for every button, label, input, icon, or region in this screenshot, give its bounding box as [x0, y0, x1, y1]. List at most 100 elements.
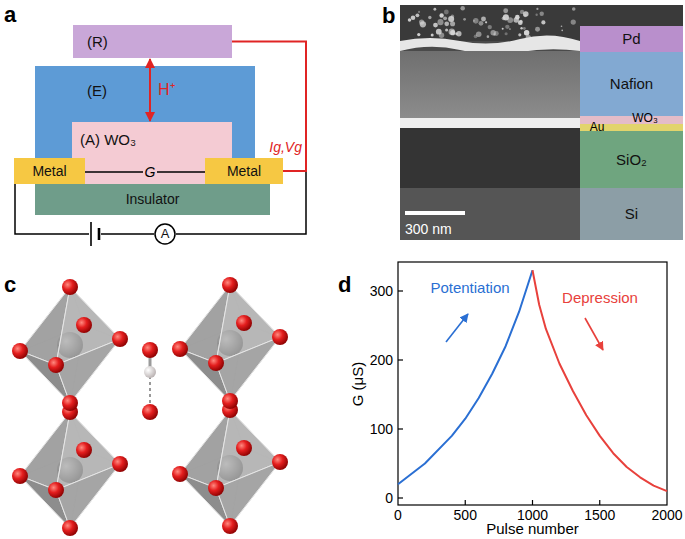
atom-or-dot [433, 8, 436, 11]
atom-or-dot [439, 33, 444, 38]
atom-or-dot [431, 33, 434, 36]
axis-title: G (μS) [349, 362, 366, 406]
line-segment [465, 500, 466, 505]
octahedron-face [20, 325, 84, 403]
shape-path [400, 35, 580, 54]
fill-rect [400, 188, 580, 240]
atom-or-dot [487, 35, 490, 38]
atom-or-dot [474, 34, 478, 38]
series-label: Depression [562, 289, 638, 306]
atom-or-dot [48, 482, 64, 498]
atom-or-dot [505, 25, 509, 29]
octahedron-face [216, 462, 280, 526]
octahedron-face [180, 285, 230, 363]
atom-or-dot [142, 342, 158, 358]
scale-label: 300 nm [405, 221, 452, 237]
octahedron-face [56, 412, 120, 490]
axis-title: Pulse number [486, 520, 579, 537]
sem-image [400, 5, 683, 240]
atom-or-dot [513, 17, 518, 22]
atom-or-dot [444, 22, 449, 27]
panel-letter: d [338, 272, 351, 297]
atom-or-dot [76, 317, 92, 333]
atom-or-dot [507, 17, 513, 23]
connector-group [15, 42, 306, 235]
atom-or-dot [502, 17, 506, 21]
fill-rect [400, 128, 580, 188]
atom-or-dot [524, 30, 529, 35]
layer-label: WO₃ [632, 112, 658, 126]
atom-or-dot [144, 366, 156, 378]
atom-or-dot [408, 18, 412, 22]
atom-or-dot [236, 440, 252, 456]
atom-or-dot [62, 279, 78, 295]
octahedron [172, 277, 288, 409]
atom-or-dot [411, 15, 416, 20]
atom-or-dot [572, 7, 576, 11]
atom-or-dot [523, 14, 526, 17]
atom-or-dot [460, 6, 465, 11]
octahedron-face [180, 285, 244, 349]
node-text: (R) [87, 33, 108, 50]
atom-or-dot [524, 30, 529, 35]
octahedron-face [180, 323, 244, 401]
line-segment [149, 352, 152, 370]
atom-or-dot [561, 29, 563, 31]
atom-or-dot [112, 456, 128, 472]
atom-or-dot [172, 341, 188, 357]
tick-label: 2000 [651, 507, 682, 523]
gate-wire [232, 42, 306, 172]
atom-or-dot [451, 15, 455, 19]
graphic-part [398, 291, 600, 505]
octahedron-face [20, 450, 84, 528]
ammeter-symbol: A [154, 223, 176, 245]
data-curve [398, 270, 533, 484]
atom-or-dot [172, 466, 188, 482]
octahedron-face [70, 450, 120, 528]
octahedron-face [216, 410, 280, 488]
octahedron-face [180, 349, 230, 401]
tick-label: 0 [394, 507, 402, 523]
data-curve [533, 270, 668, 491]
atom-or-dot [62, 520, 78, 536]
atom-or-dot [112, 331, 128, 347]
node-text: Nafion [610, 75, 653, 92]
octahedron-face [56, 287, 120, 365]
octahedron-face [70, 287, 120, 339]
edge-label: H⁺ [158, 81, 175, 99]
atom-or-dot [222, 393, 238, 409]
node-text: Si [625, 205, 638, 222]
atom-or-dot [503, 14, 509, 20]
atom-or-dot [443, 16, 447, 20]
node-text: Metal [32, 163, 66, 179]
atom-or-dot [428, 16, 431, 19]
octahedron-face [180, 410, 244, 474]
panel-letter: a [4, 2, 16, 27]
node-text: SiO₂ [616, 151, 647, 168]
node-text: Insulator [126, 191, 180, 207]
atom-or-dot [62, 404, 78, 420]
atom-or-dot [217, 330, 243, 356]
line-segment [398, 359, 403, 360]
atom-or-dot [515, 15, 520, 20]
atom-or-dot [433, 23, 438, 28]
fill-rect [400, 51, 580, 118]
battery-symbol [89, 221, 101, 247]
octahedron-face [70, 412, 120, 464]
fill-rect [400, 5, 580, 240]
series-label: Potentiation [430, 279, 509, 296]
atom-or-dot [416, 13, 420, 17]
atom-or-dot [493, 33, 496, 36]
atom-or-dot [62, 395, 78, 411]
atom-or-dot [473, 20, 475, 22]
line-segment [85, 171, 143, 173]
panel-letter: c [4, 272, 16, 297]
hydrogen-bond [142, 342, 158, 420]
line-segment [446, 314, 468, 342]
atom-or-dot [450, 21, 455, 26]
atom-or-dot [222, 518, 238, 534]
atom-or-dot [48, 357, 64, 373]
circuit-wire [176, 171, 306, 234]
atom-or-dot [494, 31, 499, 36]
